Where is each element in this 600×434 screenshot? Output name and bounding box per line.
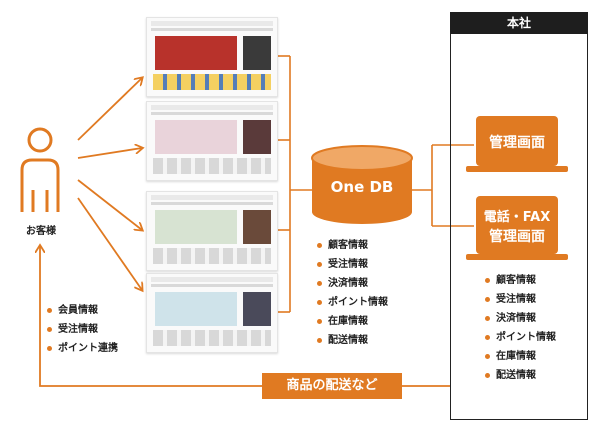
list-item: 配送情報 — [316, 331, 388, 350]
list-item: 受注情報 — [316, 255, 388, 274]
list-item: 在庫情報 — [316, 312, 388, 331]
customer-info-list: 会員情報 受注情報 ポイント連携 — [46, 301, 118, 358]
admin-screen-label[interactable]: 管理画面 — [489, 135, 545, 151]
list-item: 受注情報 — [46, 320, 118, 339]
list-item: ポイント情報 — [484, 328, 556, 347]
customer-label: お客様 — [26, 226, 56, 237]
list-item: 顧客情報 — [316, 236, 388, 255]
database-icon — [311, 145, 413, 224]
list-item: 会員情報 — [46, 301, 118, 320]
hq-title: 本社 — [450, 12, 588, 34]
laptop-icon-admin — [466, 116, 568, 172]
shipping-label: 商品の配送など — [262, 373, 402, 399]
list-item: 決済情報 — [484, 309, 556, 328]
db-to-hq-lines — [412, 144, 474, 227]
list-item: 配送情報 — [484, 366, 556, 385]
list-item: ポイント情報 — [316, 293, 388, 312]
phone-fax-label-line2[interactable]: 管理画面 — [489, 229, 545, 245]
database-label: One DB — [330, 178, 394, 196]
site-thumbnail-4[interactable] — [146, 273, 278, 353]
sites-to-db-lines — [278, 55, 312, 313]
site-thumbnail-3[interactable] — [146, 191, 278, 271]
list-item: ポイント連携 — [46, 339, 118, 358]
list-item: 顧客情報 — [484, 271, 556, 290]
list-item: 在庫情報 — [484, 347, 556, 366]
laptop-icon-phone-fax — [466, 196, 568, 260]
hq-info-list: 顧客情報 受注情報 決済情報 ポイント情報 在庫情報 配送情報 — [484, 271, 556, 385]
db-info-list: 顧客情報 受注情報 決済情報 ポイント情報 在庫情報 配送情報 — [316, 236, 388, 350]
person-icon — [20, 127, 60, 212]
arrow-to-site-1 — [77, 78, 142, 141]
arrow-to-site-2 — [77, 148, 142, 159]
customer-to-sites-arrows — [77, 78, 142, 290]
phone-fax-label-line1[interactable]: 電話・FAX — [483, 210, 551, 225]
site-thumbnail-2[interactable] — [146, 101, 278, 181]
arrow-to-site-4 — [77, 197, 142, 290]
site-thumbnail-1[interactable] — [146, 17, 278, 97]
list-item: 決済情報 — [316, 274, 388, 293]
list-item: 受注情報 — [484, 290, 556, 309]
shipping-return-arrow — [40, 246, 450, 387]
arrow-to-site-3 — [77, 179, 142, 230]
